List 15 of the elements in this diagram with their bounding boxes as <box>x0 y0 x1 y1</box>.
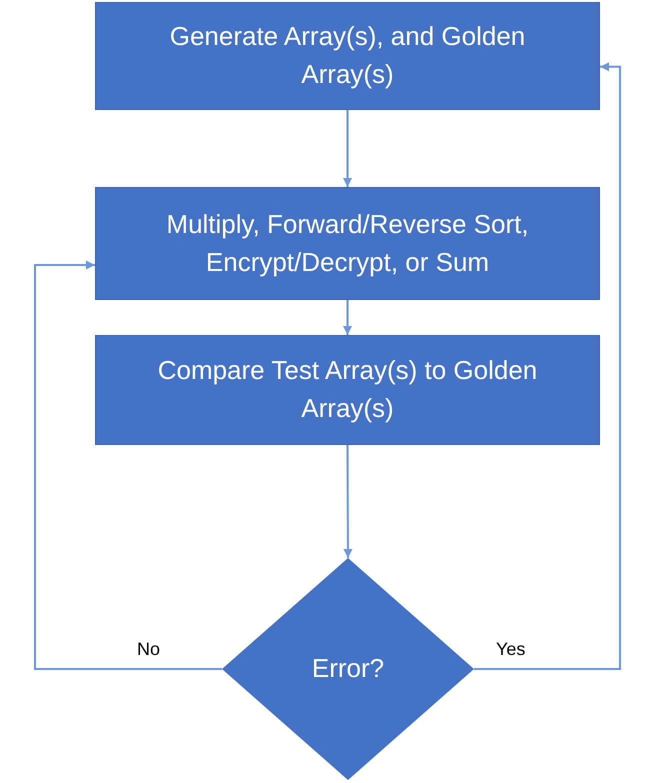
process-box <box>95 335 600 445</box>
node-label: Multiply, Forward/Reverse Sort, Encrypt/Decrypt, or Sum <box>165 208 530 278</box>
arrow <box>34 260 222 670</box>
decision-diamond <box>222 558 474 780</box>
edge-label: No <box>137 639 160 660</box>
arrow <box>343 110 352 187</box>
arrow <box>343 300 352 335</box>
node-label: Compare Test Array(s) to Golden Array(s) <box>156 354 538 425</box>
edge-label: Yes <box>496 639 526 660</box>
arrow <box>474 62 621 670</box>
process-box <box>95 2 600 110</box>
arrow <box>343 445 352 558</box>
node-label: Error? <box>310 652 386 686</box>
process-box <box>95 187 600 300</box>
node-label: Generate Array(s), and Golden Array(s) <box>168 20 526 91</box>
